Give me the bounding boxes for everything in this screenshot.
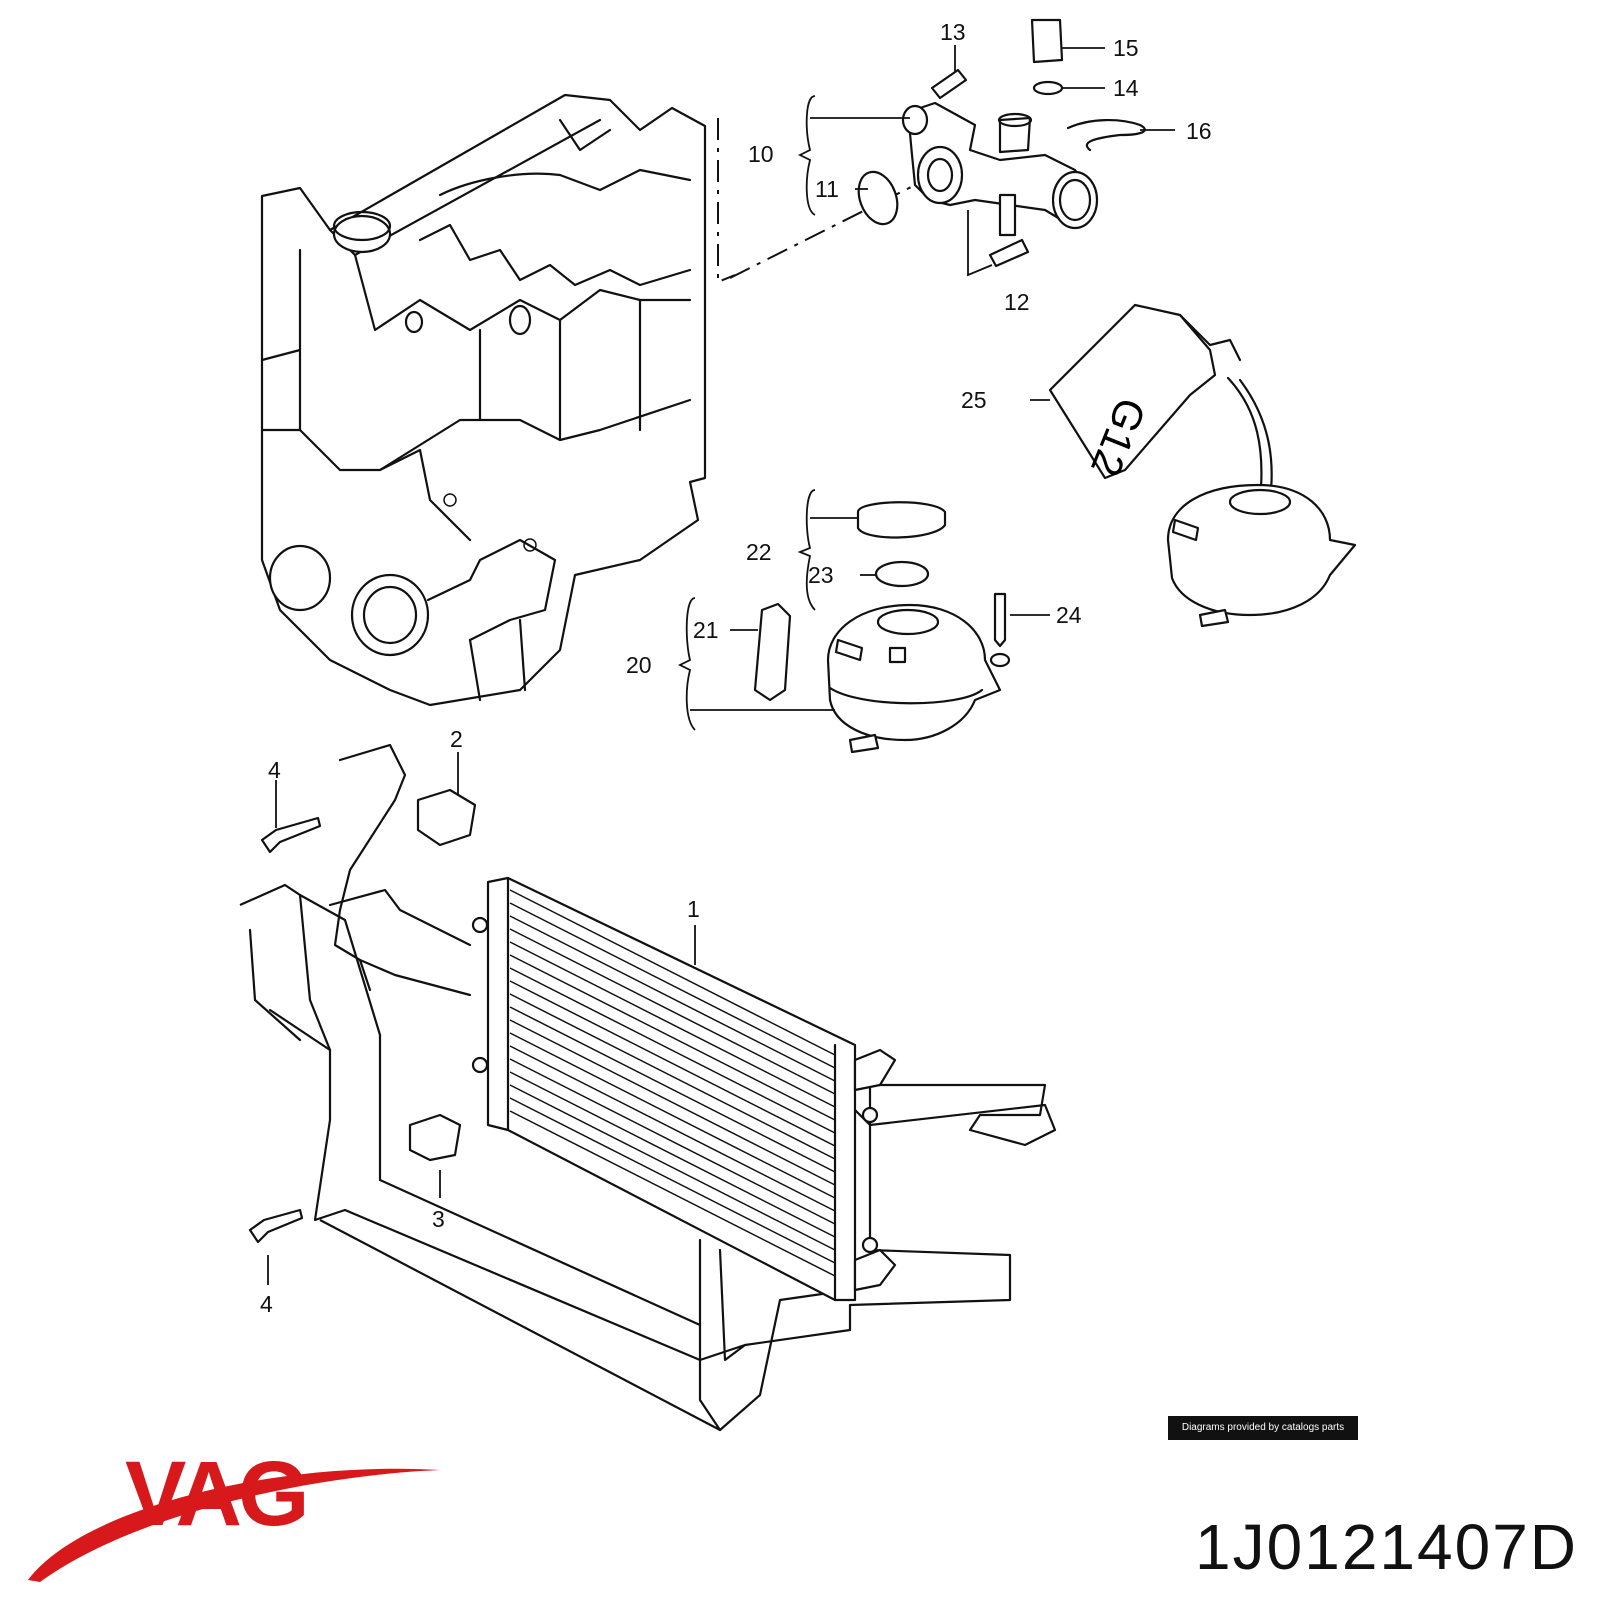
callout-1: 1 [687, 896, 700, 922]
mount-2 [416, 788, 477, 847]
sender-15 [1030, 18, 1064, 64]
screw-13 [930, 68, 968, 100]
clip-21 [753, 602, 792, 702]
callout-16: 16 [1186, 118, 1212, 144]
radiator [471, 876, 897, 1302]
engine-block [260, 93, 707, 707]
bolt-4-top [260, 816, 322, 854]
callout-15: 15 [1113, 35, 1139, 61]
mount-dash-line [717, 118, 736, 284]
diagram-credit-badge: Diagrams provided by catalogs parts [1168, 1416, 1358, 1440]
cap-22 [856, 501, 947, 539]
expansion-tank-refill [1166, 483, 1357, 628]
callout-14: 14 [1113, 75, 1139, 101]
bolt-12 [988, 238, 1030, 268]
callout-13: 13 [940, 19, 966, 45]
vag-logo: VAG [28, 1443, 440, 1582]
clip-16 [1066, 118, 1146, 152]
callout-23: 23 [808, 562, 834, 588]
expansion-tank [826, 603, 1002, 754]
mount-dash-line-2 [729, 174, 936, 279]
callout-21: 21 [693, 617, 719, 643]
vag-logo-text: VAG [125, 1443, 306, 1545]
part-number: 1J0121407D [1195, 1511, 1578, 1583]
coolant-flange [901, 101, 1099, 237]
vag-logo-swoosh [28, 1468, 440, 1582]
seal-23 [874, 560, 930, 588]
callout-2: 2 [450, 726, 463, 752]
mount-3 [408, 1113, 462, 1162]
callout-3: 3 [432, 1206, 445, 1232]
coolant-pour-stream [1226, 376, 1273, 502]
callout-20: 20 [626, 652, 652, 678]
seal-14 [1032, 80, 1064, 96]
callout-10: 10 [748, 141, 774, 167]
callout-4-top: 4 [268, 757, 281, 783]
callout-24: 24 [1056, 602, 1082, 628]
bolt-4-bottom [248, 1208, 304, 1244]
screw-24 [993, 592, 1007, 648]
callout-25: 25 [961, 387, 987, 413]
callout-11: 11 [815, 176, 839, 202]
callout-22: 22 [746, 539, 772, 565]
coolant-bottle: G12 [1048, 303, 1242, 483]
callout-4-bottom: 4 [260, 1291, 273, 1317]
leader-lines [267, 45, 1175, 1285]
o-ring-11 [857, 170, 899, 226]
callout-12: 12 [1004, 289, 1030, 315]
